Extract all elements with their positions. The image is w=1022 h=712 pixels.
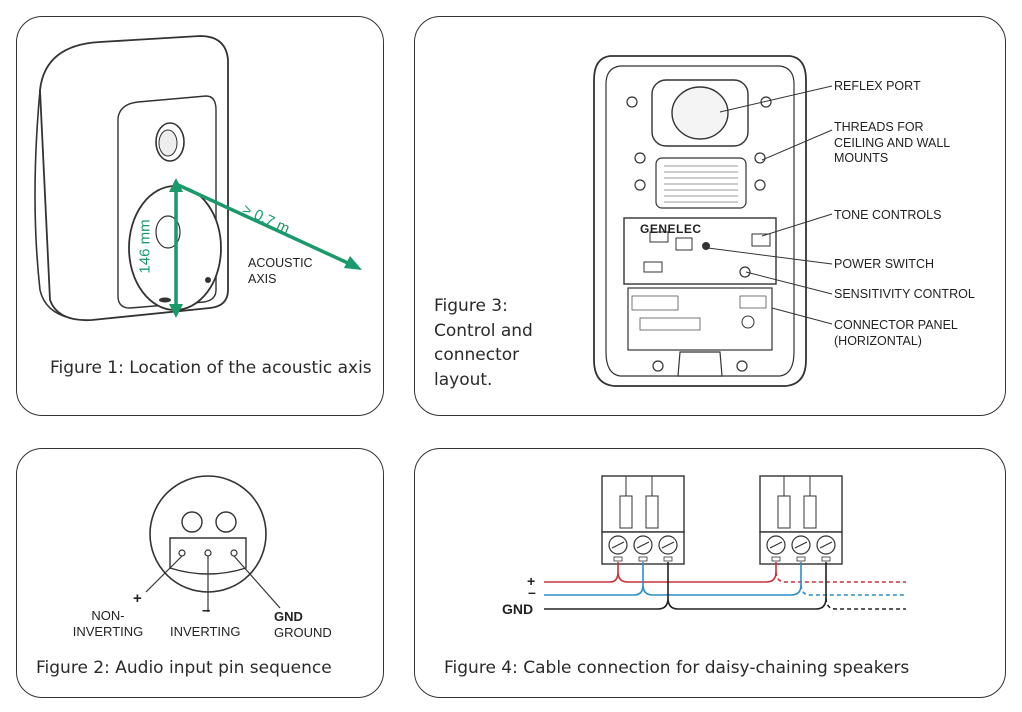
callout-power-switch: POWER SWITCH <box>834 257 934 271</box>
wire-gnd-label: GND <box>502 601 534 617</box>
ground-label: GROUND <box>274 625 332 640</box>
gnd-label: GND <box>274 609 303 624</box>
callout-threads: THREADS FOR CEILING AND WALL MOUNTS <box>834 120 950 166</box>
callout-tone-controls: TONE CONTROLS <box>834 208 942 222</box>
callout-connector-panel: CONNECTOR PANEL (HORIZONTAL) <box>834 318 958 348</box>
connector-block-1 <box>601 475 685 565</box>
figure-2-caption: Figure 2: Audio input pin sequence <box>36 658 332 678</box>
callout-sensitivity-control: SENSITIVITY CONTROL <box>834 287 975 301</box>
acoustic-axis-label: ACOUSTIC AXIS <box>248 256 313 286</box>
figure-3-caption: Figure 3: Control and connector layout. <box>434 296 533 390</box>
connector-block-2 <box>759 475 843 565</box>
figure-1-caption: Figure 1: Location of the acoustic axis <box>50 358 372 378</box>
minus-pin-sign: – <box>202 602 211 619</box>
wire-minus-label: – <box>528 584 536 600</box>
non-inverting-label: NON- INVERTING <box>72 608 144 640</box>
inverting-label: INVERTING <box>170 624 241 639</box>
rear-brand-logo: GENELEC <box>640 222 702 236</box>
wire-plus-label: + <box>527 573 536 589</box>
plus-pin-sign: + <box>133 590 142 607</box>
callout-reflex-port: REFLEX PORT <box>834 79 921 93</box>
figure-4-caption: Figure 4: Cable connection for daisy-cha… <box>444 658 910 678</box>
figure-4-panel <box>414 448 1006 698</box>
